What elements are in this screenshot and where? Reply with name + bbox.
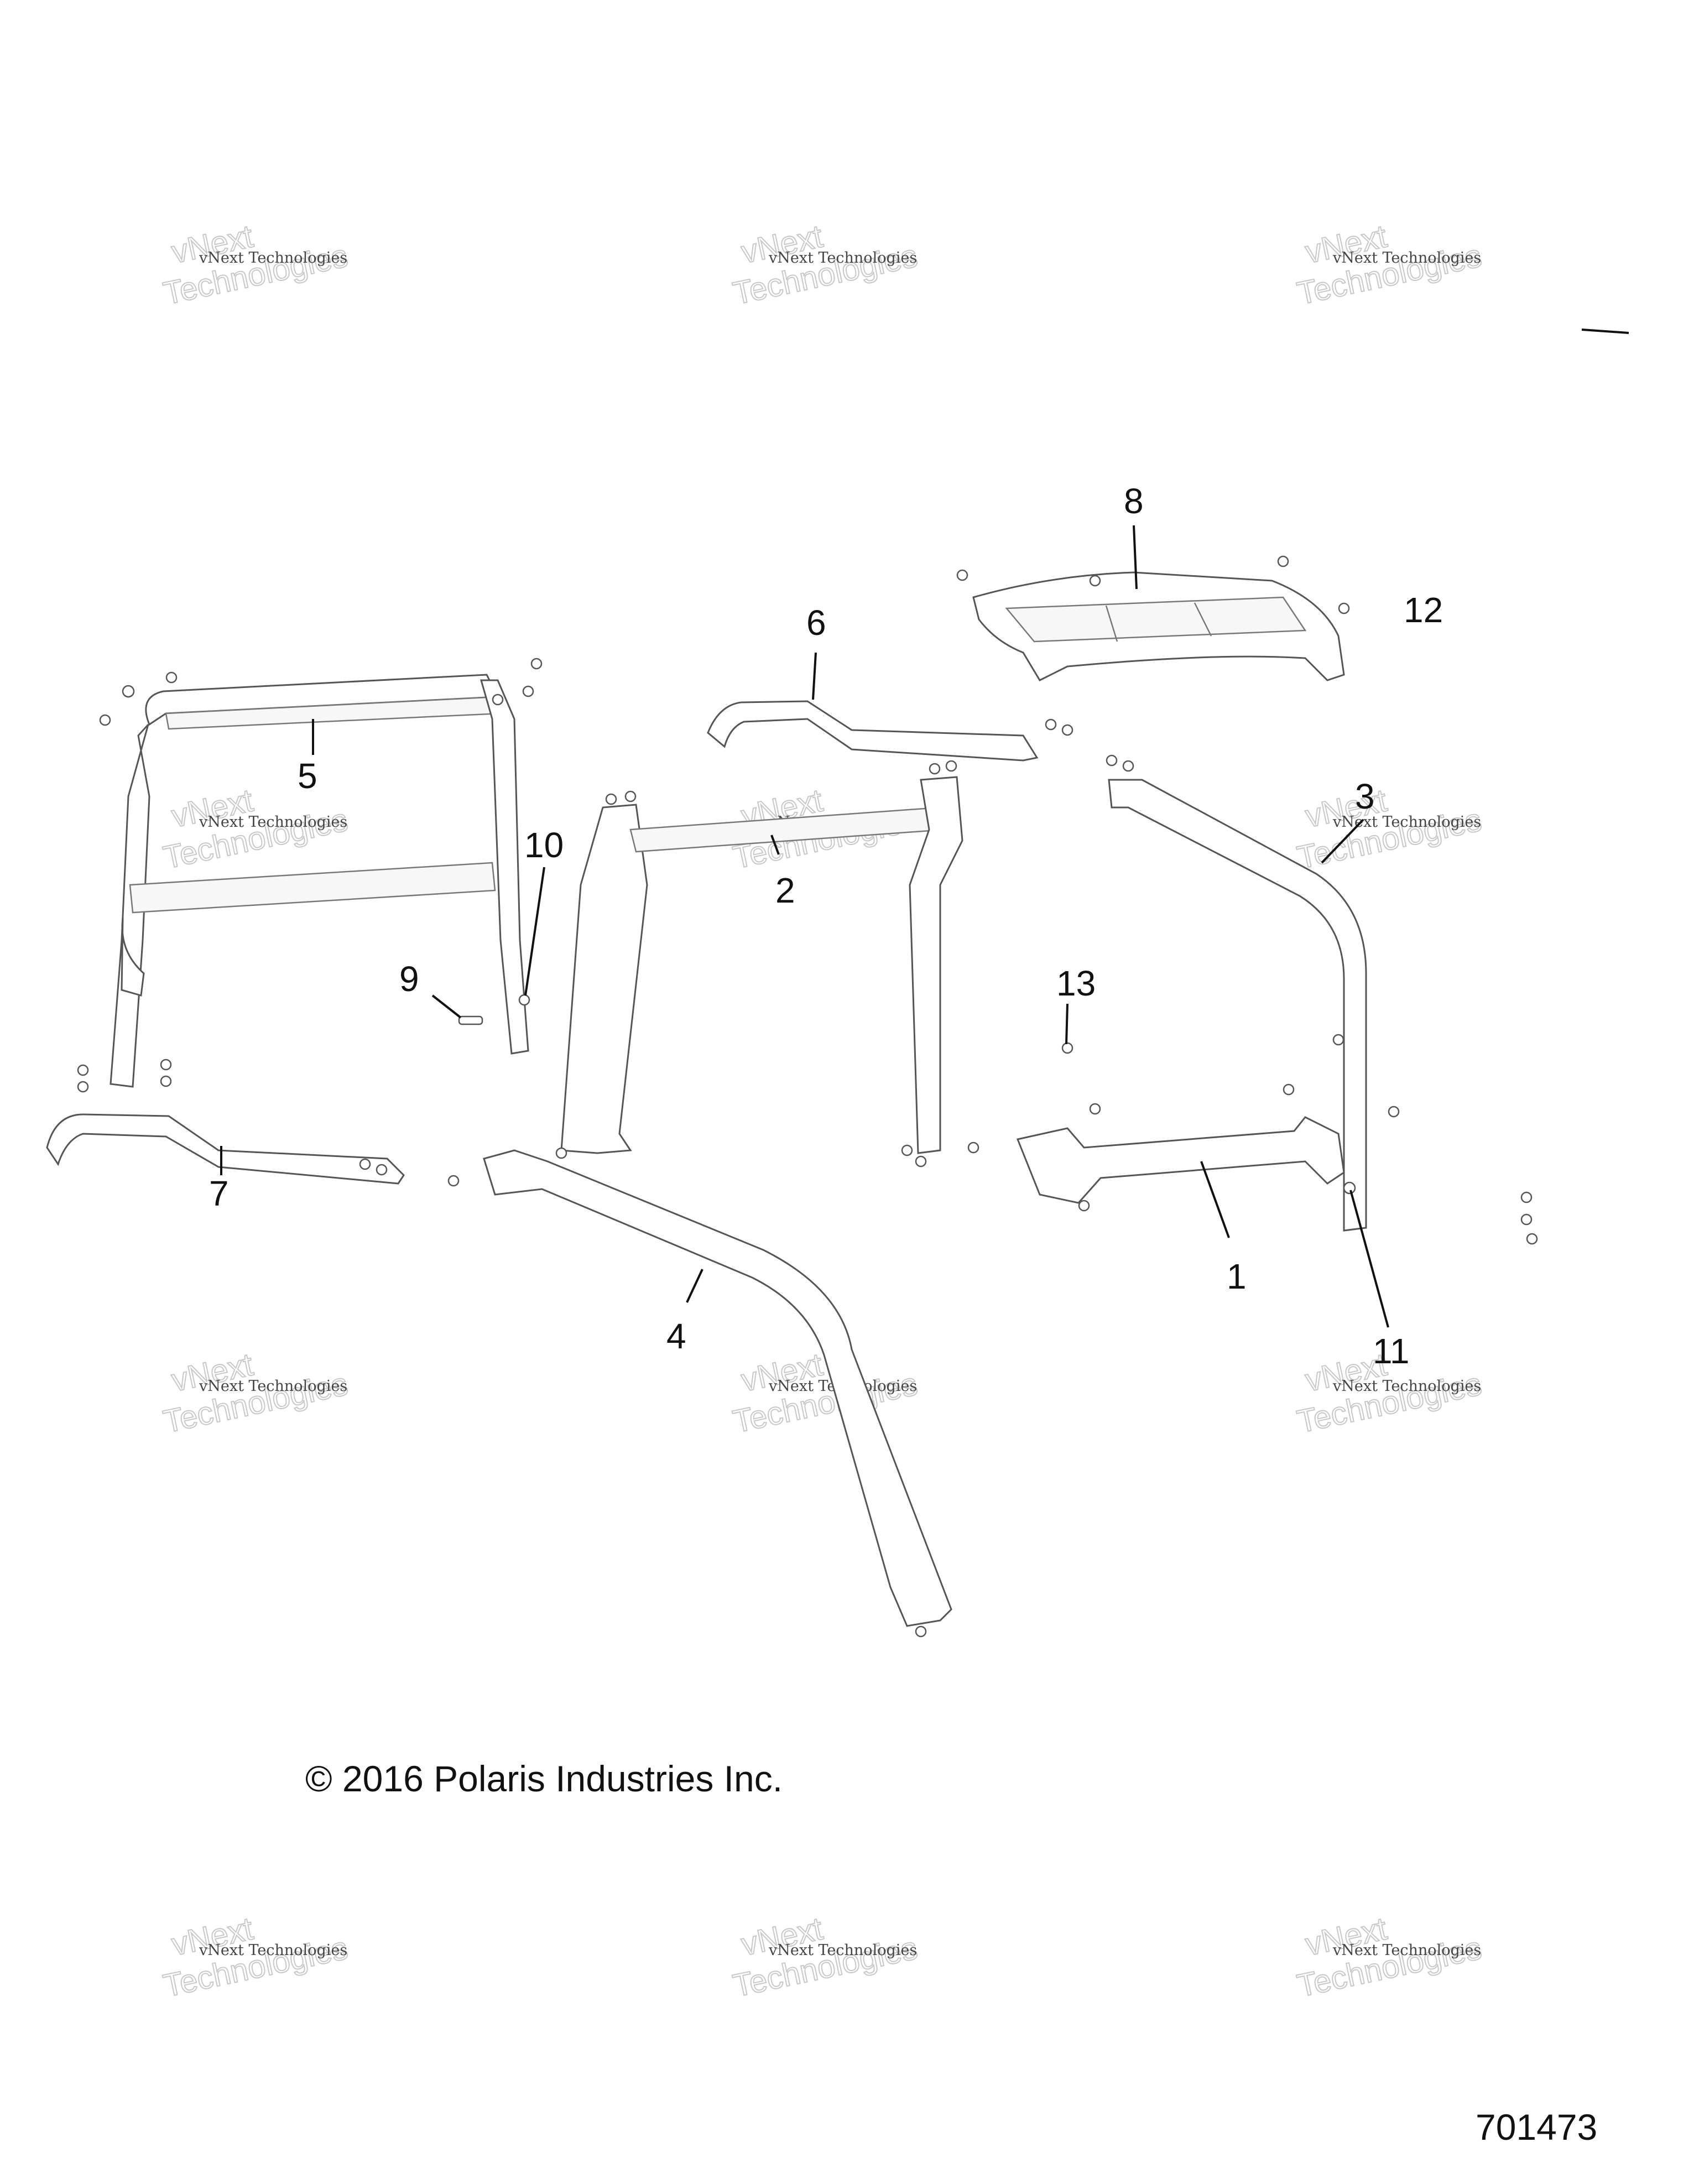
leader-11 [1349,1190,1389,1328]
part-11-bolt [1343,1181,1356,1195]
svg-text:vNext Technologies: vNext Technologies [199,814,347,831]
callout-11: 11 [1373,1331,1409,1371]
callout-4: 4 [666,1316,686,1356]
svg-text:vNext Technologies: vNext Technologies [768,1942,917,1959]
watermark: vNext Technologies vNext Technologies [160,1910,352,2005]
watermark: vNext Technologies vNext Technologies [160,218,352,312]
callout-3: 3 [1355,776,1375,816]
watermark: vNext Technologies vNext Technologies [1294,218,1486,312]
svg-text:vNext Technologies: vNext Technologies [1332,814,1481,831]
leader-13 [1065,1003,1069,1045]
leader-4 [686,1269,703,1303]
leader-1 [1200,1161,1230,1238]
svg-text:vNext Technologies: vNext Technologies [768,249,917,267]
svg-text:vNext Technologies: vNext Technologies [1332,249,1481,267]
part-1-cross-bar [1016,1034,1400,1212]
leader-9 [431,994,462,1019]
leader-2 [770,835,780,855]
part-2-front-frame [539,760,979,1173]
svg-text:vNext Technologies: vNext Technologies [199,249,347,267]
callout-12: 12 [1404,590,1443,630]
watermark: vNext Technologies vNext Technologies [1294,1910,1486,2005]
callout-2: 2 [775,871,795,910]
callouts: 1 2 3 4 5 6 7 8 9 10 11 12 13 [209,481,1443,1371]
part-6-side-bar [707,700,1073,762]
watermark: vNext Technologies vNext Technologies [729,1910,921,2005]
leader-8 [1133,525,1138,590]
part-3-rear-tube [1106,754,1538,1245]
part-9-bolt [458,1015,483,1025]
callout-7: 7 [209,1174,229,1213]
part-8-roof [956,555,1350,681]
svg-text:vNext Technologies: vNext Technologies [199,1942,347,1959]
part-7-side-bar [46,1113,405,1185]
copyright-notice: © 2016 Polaris Industries Inc. [305,1758,783,1799]
watermark: vNext Technologies vNext Technologies [160,1346,352,1441]
callout-9: 9 [399,959,419,999]
document-number: 701473 [1476,2107,1598,2147]
watermark: vNext Technologies vNext Technologies [729,218,921,312]
leader-3 [1321,819,1364,864]
part-10-nut [518,994,530,1006]
callout-13: 13 [1056,963,1096,1003]
callout-10: 10 [524,825,564,865]
callout-6: 6 [806,603,826,643]
watermarks: vNext Technologies vNext Technologies vN… [160,218,1486,2005]
leader-10 [524,867,545,996]
corner-mark [1581,329,1629,334]
leader-lines [220,525,1389,1328]
watermark: vNext Technologies vNext Technologies [1294,782,1486,877]
svg-text:vNext Technologies: vNext Technologies [1332,1942,1481,1959]
svg-text:vNext Technologies: vNext Technologies [199,1378,347,1395]
watermark: vNext Technologies vNext Technologies [160,782,352,877]
callout-1: 1 [1227,1257,1247,1296]
callout-8: 8 [1124,481,1144,521]
svg-text:vNext Technologies: vNext Technologies [1332,1378,1481,1395]
leader-6 [812,652,817,700]
part-13-nut [1061,1042,1073,1054]
callout-5: 5 [298,756,317,796]
part-4-front-tube [447,1149,952,1638]
part-5-rear-frame [77,658,543,1093]
